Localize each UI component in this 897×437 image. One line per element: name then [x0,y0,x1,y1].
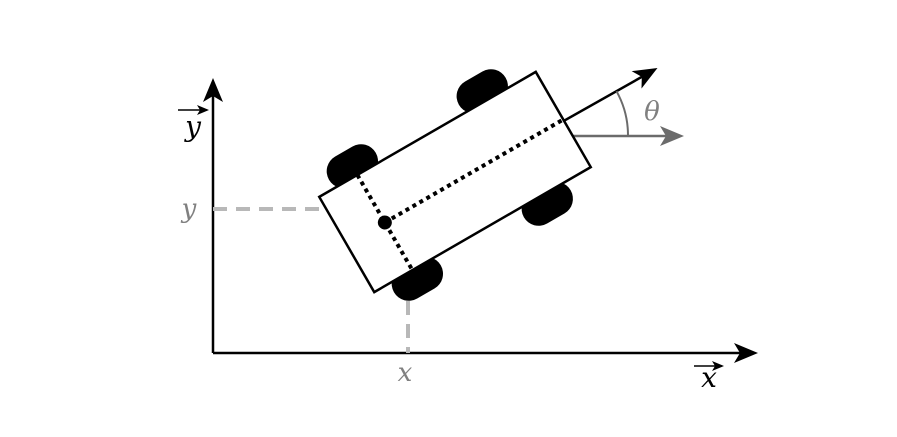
labels: x y x y θ [178,97,724,394]
coord-x-label: x [398,358,413,388]
robot-axle [355,173,415,272]
heading-theta-label: θ [644,97,660,127]
world-frame [203,78,758,363]
coord-y-label: y [181,194,197,224]
heading-angle-arc [615,90,630,137]
robot [317,69,593,301]
robot-longitudinal-axis [383,117,565,225]
axis-y-label: y [183,110,202,143]
robot-reference-point [377,215,392,230]
